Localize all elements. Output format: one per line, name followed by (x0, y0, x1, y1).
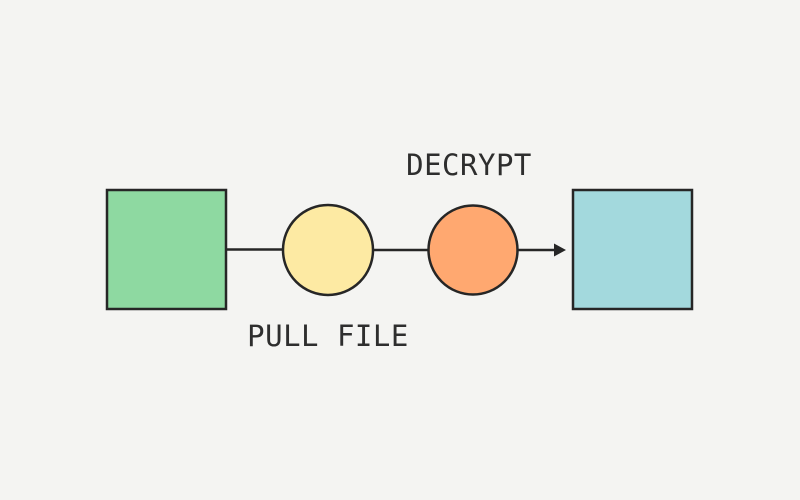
destination-square-node (571, 188, 694, 311)
source-square-node (105, 188, 228, 311)
pull-file-label: PULL FILE (247, 319, 409, 353)
decrypt-label: DECRYPT (406, 148, 532, 182)
arrowhead-icon (554, 243, 566, 257)
decrypt-circle-node (427, 204, 519, 296)
pull-file-circle-node (281, 203, 375, 297)
